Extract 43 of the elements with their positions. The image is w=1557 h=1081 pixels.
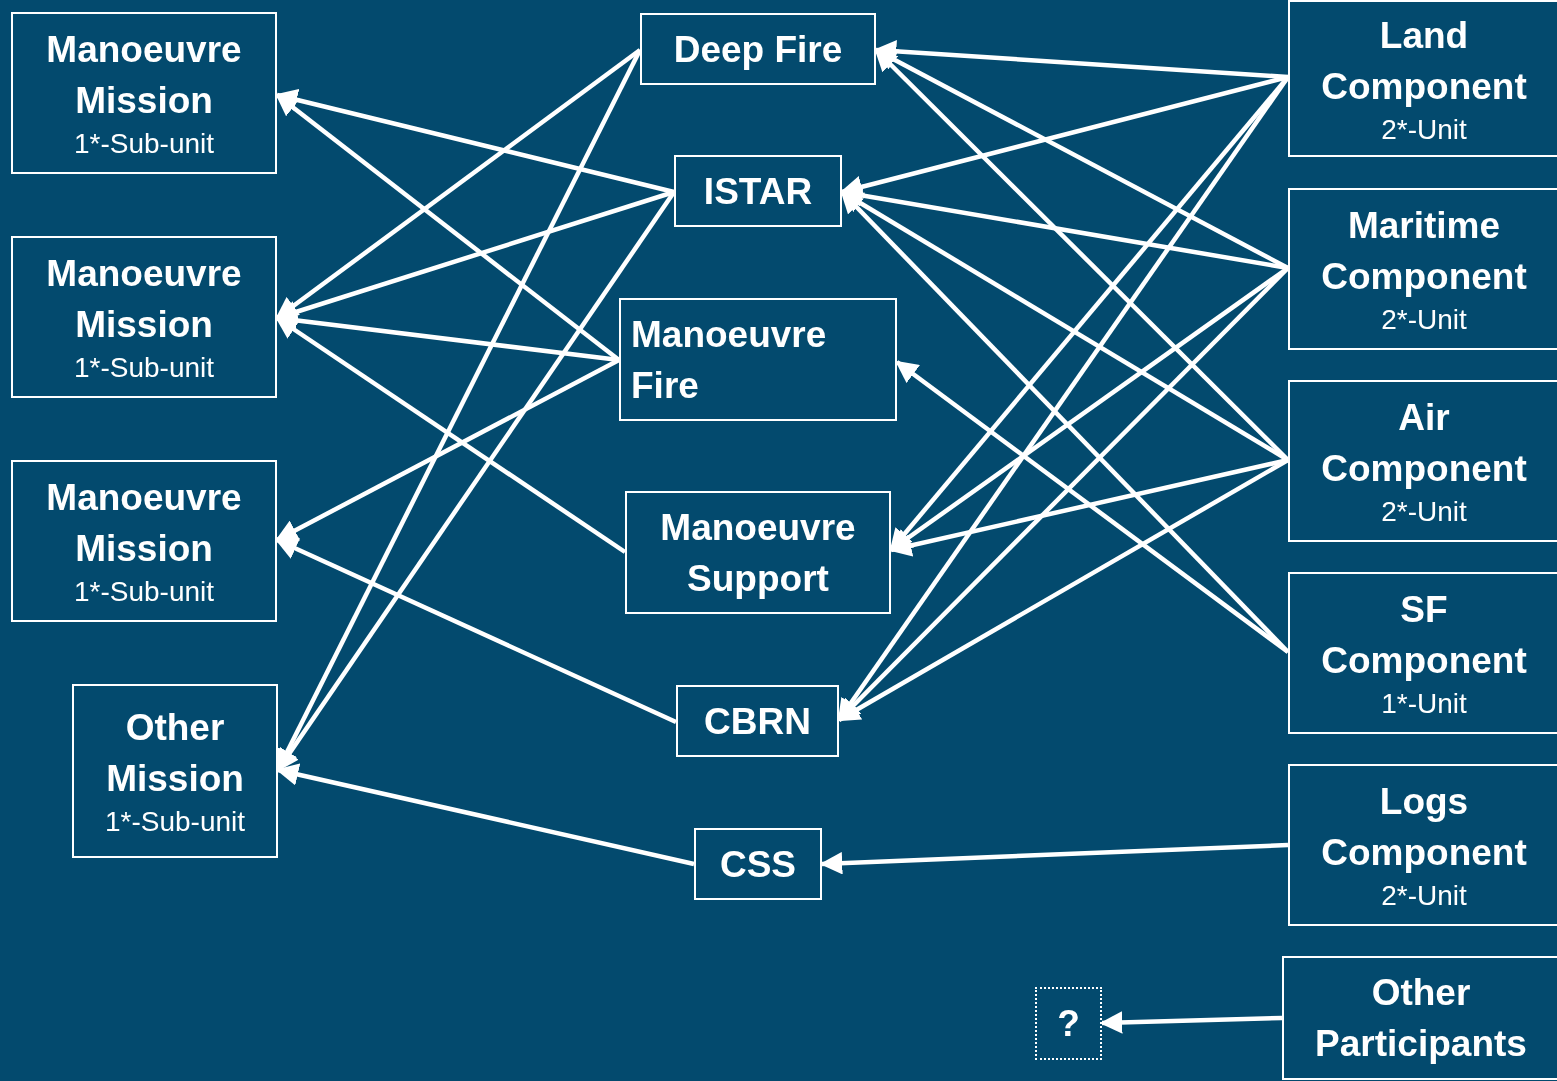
box	[1288, 572, 1557, 734]
box	[1288, 0, 1557, 157]
box	[11, 460, 277, 622]
box-title: Manoeuvre Support	[659, 505, 857, 601]
box-title: Deep Fire	[673, 27, 843, 72]
box	[676, 685, 839, 757]
box-title: CSS	[719, 842, 797, 887]
box-subtitle: 2*-Unit	[1381, 495, 1467, 529]
box	[1288, 188, 1557, 350]
box-subtitle: 1*-Sub-unit	[104, 805, 246, 839]
box-subtitle: 1*-Sub-unit	[73, 127, 215, 161]
box-title: Land Component	[1320, 13, 1528, 109]
box	[674, 155, 842, 227]
box-title: Manoeuvre Mission	[45, 28, 243, 123]
box	[1288, 380, 1557, 542]
box-title: ISTAR	[703, 169, 813, 214]
box	[640, 13, 876, 85]
box	[1035, 987, 1102, 1060]
box	[625, 491, 891, 614]
box-title: Other Participants	[1314, 971, 1528, 1066]
box	[11, 236, 277, 398]
box-subtitle: 2*-Unit	[1381, 879, 1467, 913]
box-title: Air Component	[1320, 396, 1528, 491]
box-title: SF Component	[1320, 588, 1528, 683]
box-subtitle: 1*-Unit	[1381, 687, 1467, 721]
box	[694, 828, 822, 900]
box-subtitle: 1*-Sub-unit	[73, 575, 215, 609]
box	[11, 12, 277, 174]
box	[1282, 956, 1557, 1080]
box-title: Manoeuvre Fire	[631, 312, 828, 408]
box-title: Maritime Component	[1320, 204, 1528, 299]
box-subtitle: 1*-Sub-unit	[73, 351, 215, 385]
box-subtitle: 2*-Unit	[1381, 303, 1467, 337]
box-title: CBRN	[704, 699, 811, 744]
box	[619, 298, 897, 421]
box-subtitle: 2*-Unit	[1381, 112, 1467, 147]
box	[1288, 764, 1557, 926]
box-title: Logs Component	[1320, 780, 1528, 875]
box-title: ?	[1057, 1002, 1080, 1046]
box	[72, 684, 278, 858]
box-title: Manoeuvre Mission	[45, 476, 243, 571]
box-title: Other Mission	[105, 706, 245, 801]
box-title: Manoeuvre Mission	[45, 252, 243, 347]
